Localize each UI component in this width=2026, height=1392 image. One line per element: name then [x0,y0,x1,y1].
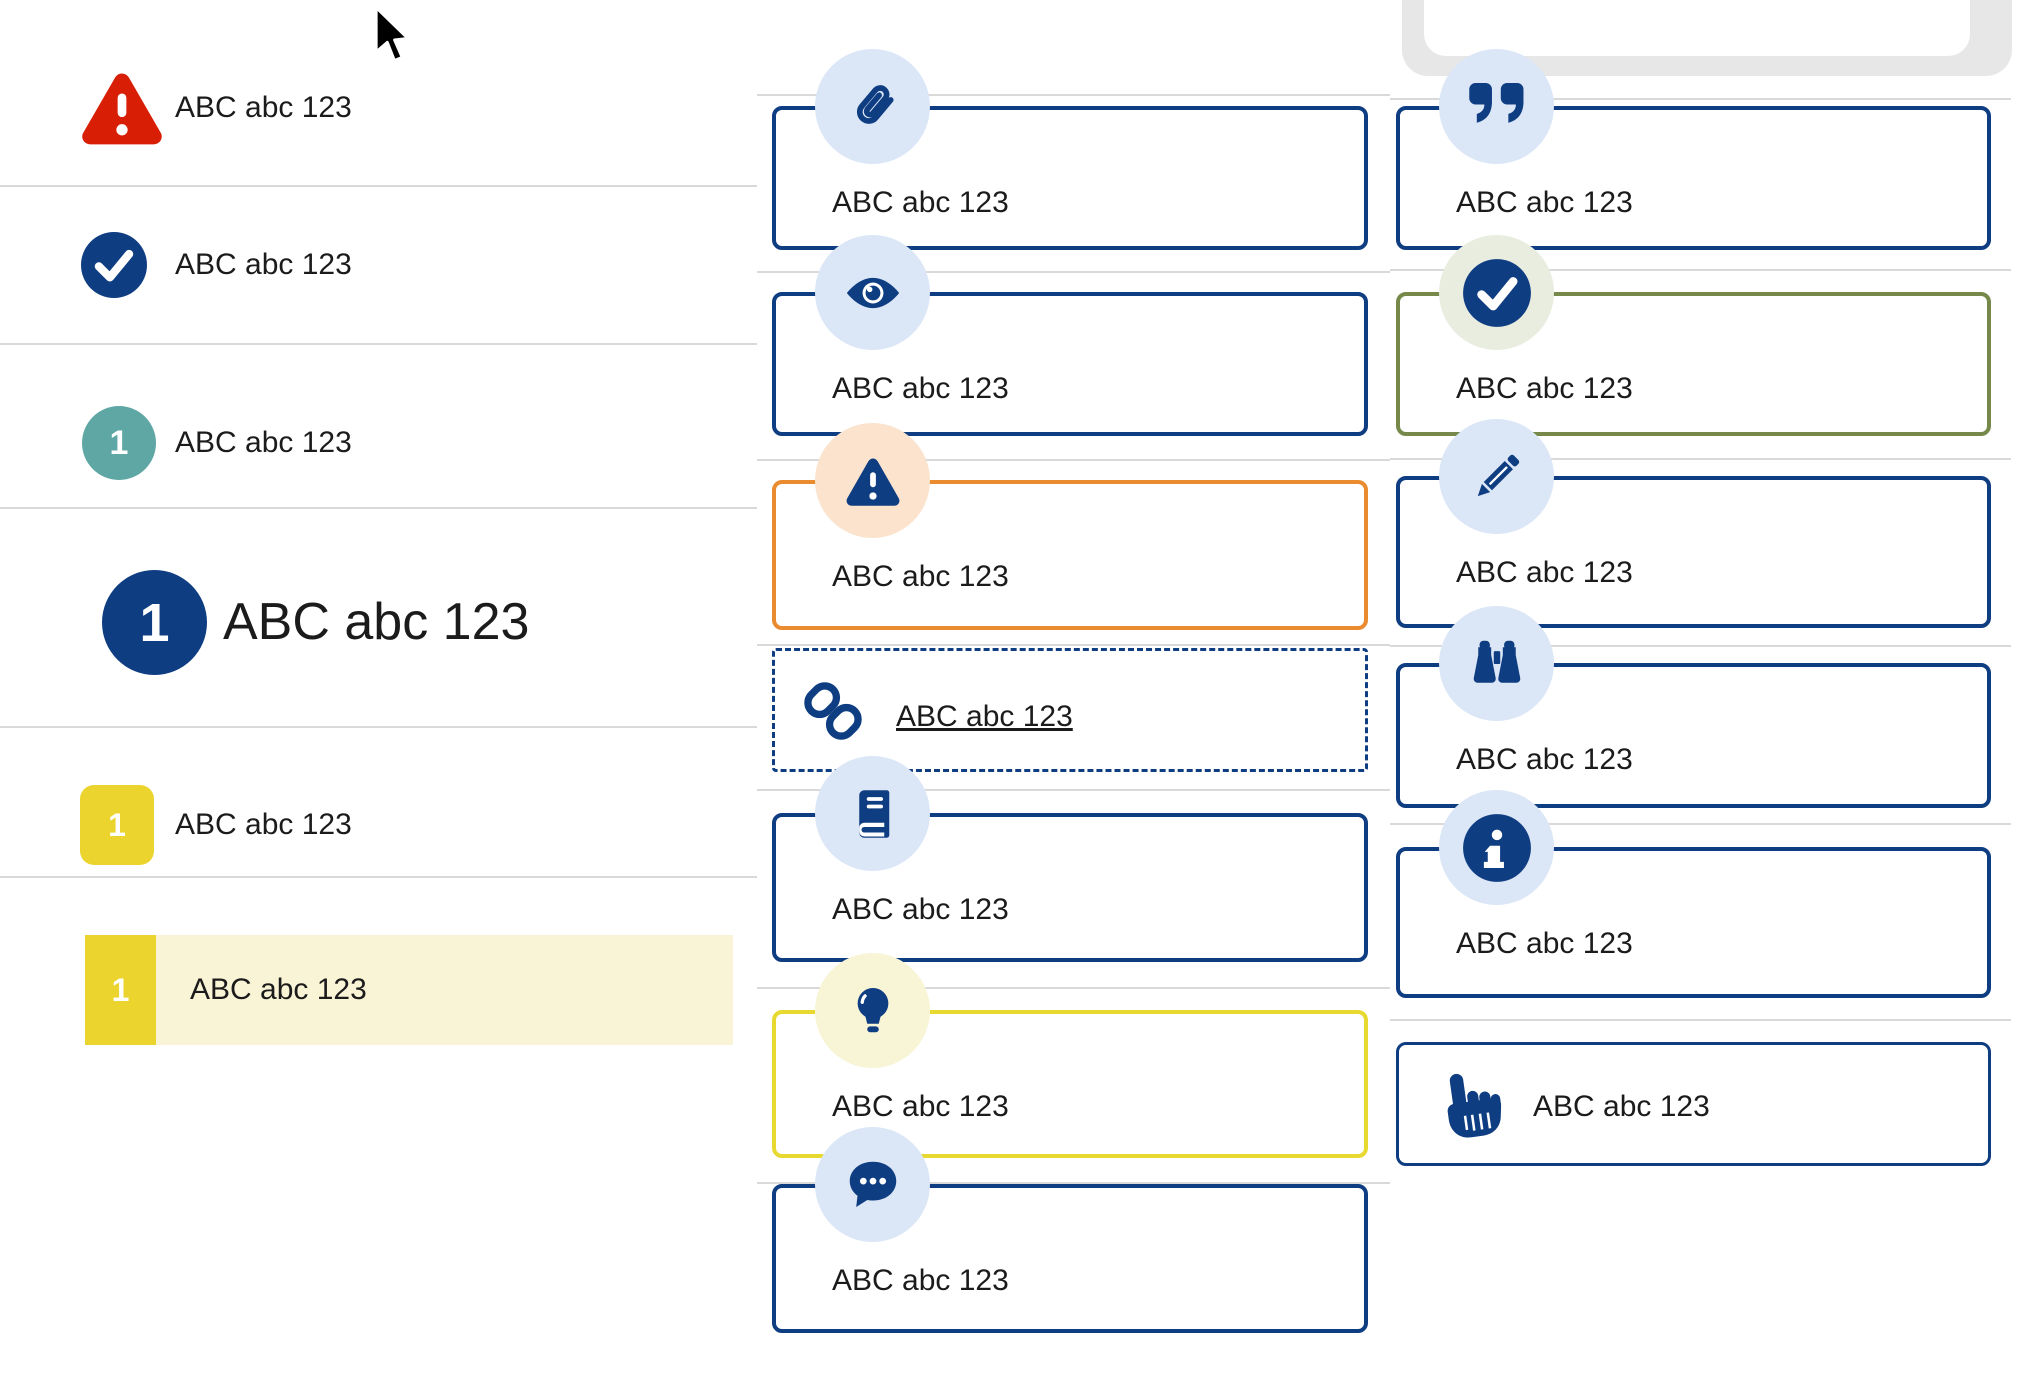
right-section-divider [1390,98,2011,100]
quote-icon [1439,49,1554,164]
callout-success: ABC abc 123 [1396,292,1991,436]
left-list-divider [0,185,757,187]
list-item-label[interactable]: ABC abc 123 [175,426,352,459]
step-number: 1 [108,806,126,843]
right-section-divider [1390,269,2011,271]
alert-triangle-icon [78,68,166,148]
list-item-label[interactable]: ABC abc 123 [175,91,352,124]
left-list-divider [0,876,757,878]
middle-section-divider [757,987,1390,989]
paperclip-icon [815,49,930,164]
list-item-label[interactable]: ABC abc 123 [175,248,352,281]
middle-section-divider [757,1182,1390,1184]
list-item-label[interactable]: ABC abc 123 [175,808,352,841]
link-icon [797,675,869,747]
left-list-divider [0,726,757,728]
callout-info: ABC abc 123 [1396,847,1991,998]
callout-label: ABC abc 123 [1456,927,1633,960]
callout-label: ABC abc 123 [1456,186,1633,219]
highlighted-list-item[interactable] [85,935,733,1045]
step-circle-navy: 1 [102,570,207,675]
left-list-divider [0,343,757,345]
callout-label: ABC abc 123 [1456,372,1633,405]
right-section-divider [1390,823,2011,825]
step-badge-yellow: 1 [85,935,156,1045]
right-section-divider [1390,1019,2011,1021]
middle-section-divider [757,459,1390,461]
lightbulb-icon [815,953,930,1068]
hand-point-up-icon [1433,1067,1509,1147]
binoculars-icon [1439,606,1554,721]
pencil-icon [1439,419,1554,534]
mouse-cursor [372,6,412,66]
info-circle-icon [1439,790,1554,905]
callout-label: ABC abc 123 [1456,556,1633,589]
eye-icon [815,235,930,350]
chat-icon [815,1127,930,1242]
callout-label: ABC abc 123 [832,186,1009,219]
callout-label: ABC abc 123 [1456,743,1633,776]
right-section-divider [1390,458,2011,460]
middle-section-divider [757,789,1390,791]
right-section-divider [1390,645,2011,647]
callout-label: ABC abc 123 [832,1264,1009,1297]
step-number: 1 [139,592,170,653]
callout-attachment: ABC abc 123 [772,106,1368,250]
list-item-label[interactable]: ABC abc 123 [190,973,367,1006]
alert-triangle-icon [815,423,930,538]
scrolled-card [1424,0,1970,56]
callout-label: ABC abc 123 [832,372,1009,405]
step-number: 1 [109,423,129,462]
left-list-divider [0,507,757,509]
callout-label: ABC abc 123 [1533,1090,1710,1123]
check-circle-icon [1439,235,1554,350]
check-circle-icon [81,232,147,298]
middle-section-divider [757,94,1390,96]
list-heading: ABC abc 123 [223,593,530,651]
callout-review: ABC abc 123 [772,292,1368,436]
callout-link-card: ABC abc 123 [772,648,1368,772]
callout-label: ABC abc 123 [832,560,1009,593]
callout-action[interactable]: ABC abc 123 [1396,1042,1991,1166]
callout-label: ABC abc 123 [832,893,1009,926]
callout-label: ABC abc 123 [832,1090,1009,1123]
middle-section-divider [757,644,1390,646]
step-badge-yellow: 1 [80,785,154,865]
middle-section-divider [757,271,1390,273]
step-badge-teal: 1 [82,406,156,480]
callout-link[interactable]: ABC abc 123 [896,700,1073,733]
book-icon [815,756,930,871]
step-number: 1 [111,971,130,1008]
